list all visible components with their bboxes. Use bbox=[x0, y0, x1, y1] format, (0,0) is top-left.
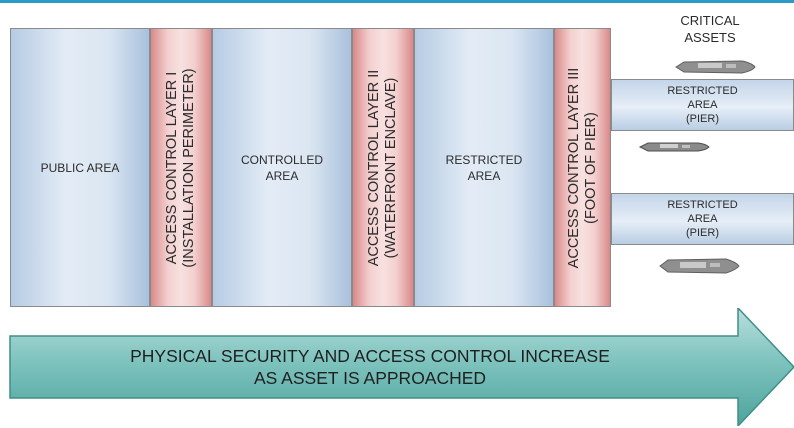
controlled-area-label: CONTROLLED AREA bbox=[241, 152, 323, 184]
pier-lower-line-2: AREA bbox=[687, 213, 718, 225]
pier-upper-line-3: (PIER) bbox=[686, 113, 719, 125]
restricted-area: RESTRICTED AREA bbox=[414, 28, 554, 307]
restricted-area-label: RESTRICTED AREA bbox=[446, 152, 523, 184]
arrow-caption: PHYSICAL SECURITY AND ACCESS CONTROL INC… bbox=[70, 345, 670, 389]
ship-icon-middle bbox=[638, 142, 710, 152]
controlled-area: CONTROLLED AREA bbox=[212, 28, 352, 307]
access-control-layer-3: ACCESS CONTROL LAYER III (FOOT OF PIER) bbox=[554, 28, 611, 307]
layer-2-title: ACCESS CONTROL LAYER II bbox=[366, 69, 382, 266]
layer-1-title: ACCESS CONTROL LAYER I bbox=[164, 71, 180, 264]
controlled-area-line-1: CONTROLLED bbox=[240, 152, 323, 167]
restricted-area-line-1: RESTRICTED bbox=[445, 152, 523, 167]
ship-icon-top bbox=[675, 60, 756, 74]
access-control-layer-1: ACCESS CONTROL LAYER I (INSTALLATION PER… bbox=[150, 28, 212, 307]
layer-2-subtitle: (WATERFRONT ENCLAVE) bbox=[383, 77, 399, 258]
top-rule bbox=[0, 0, 794, 3]
security-increase-arrow bbox=[9, 308, 794, 426]
pier-upper-line-2: AREA bbox=[687, 99, 718, 111]
layer-3-subtitle: (FOOT OF PIER) bbox=[582, 111, 599, 224]
public-area-line: PUBLIC AREA bbox=[40, 160, 120, 175]
layer-1-subtitle: (INSTALLATION PERIMETER) bbox=[181, 67, 197, 268]
access-control-layer-2-label: ACCESS CONTROL LAYER II (WATERFRONT ENCL… bbox=[366, 69, 400, 266]
arrow-caption-line-1: PHYSICAL SECURITY AND ACCESS CONTROL INC… bbox=[130, 346, 610, 366]
public-area: PUBLIC AREA bbox=[10, 28, 150, 307]
layer-3-title: ACCESS CONTROL LAYER III bbox=[565, 67, 582, 268]
access-control-layer-1-label: ACCESS CONTROL LAYER I (INSTALLATION PER… bbox=[164, 68, 198, 267]
access-control-layer-2: ACCESS CONTROL LAYER II (WATERFRONT ENCL… bbox=[352, 28, 414, 307]
critical-assets-line-2: ASSETS bbox=[684, 30, 736, 45]
pier-lower-label: RESTRICTED AREA (PIER) bbox=[667, 198, 737, 240]
public-area-label: PUBLIC AREA bbox=[41, 160, 120, 176]
pier-lower-line-3: (PIER) bbox=[686, 227, 719, 239]
restricted-area-pier-upper: RESTRICTED AREA (PIER) bbox=[611, 79, 794, 131]
restricted-area-pier-lower: RESTRICTED AREA (PIER) bbox=[611, 193, 794, 245]
restricted-area-line-2: AREA bbox=[467, 168, 501, 183]
critical-assets-line-1: CRITICAL bbox=[680, 13, 740, 28]
ship-icon-bottom bbox=[659, 258, 740, 274]
controlled-area-line-2: AREA bbox=[265, 168, 299, 183]
access-control-layer-3-label: ACCESS CONTROL LAYER III (FOOT OF PIER) bbox=[566, 67, 600, 268]
arrow-caption-line-2: AS ASSET IS APPROACHED bbox=[253, 368, 487, 388]
pier-upper-line-1: RESTRICTED bbox=[667, 85, 738, 97]
pier-upper-label: RESTRICTED AREA (PIER) bbox=[667, 84, 737, 126]
critical-assets-label: CRITICAL ASSETS bbox=[650, 12, 770, 46]
pier-lower-line-1: RESTRICTED bbox=[667, 199, 738, 211]
